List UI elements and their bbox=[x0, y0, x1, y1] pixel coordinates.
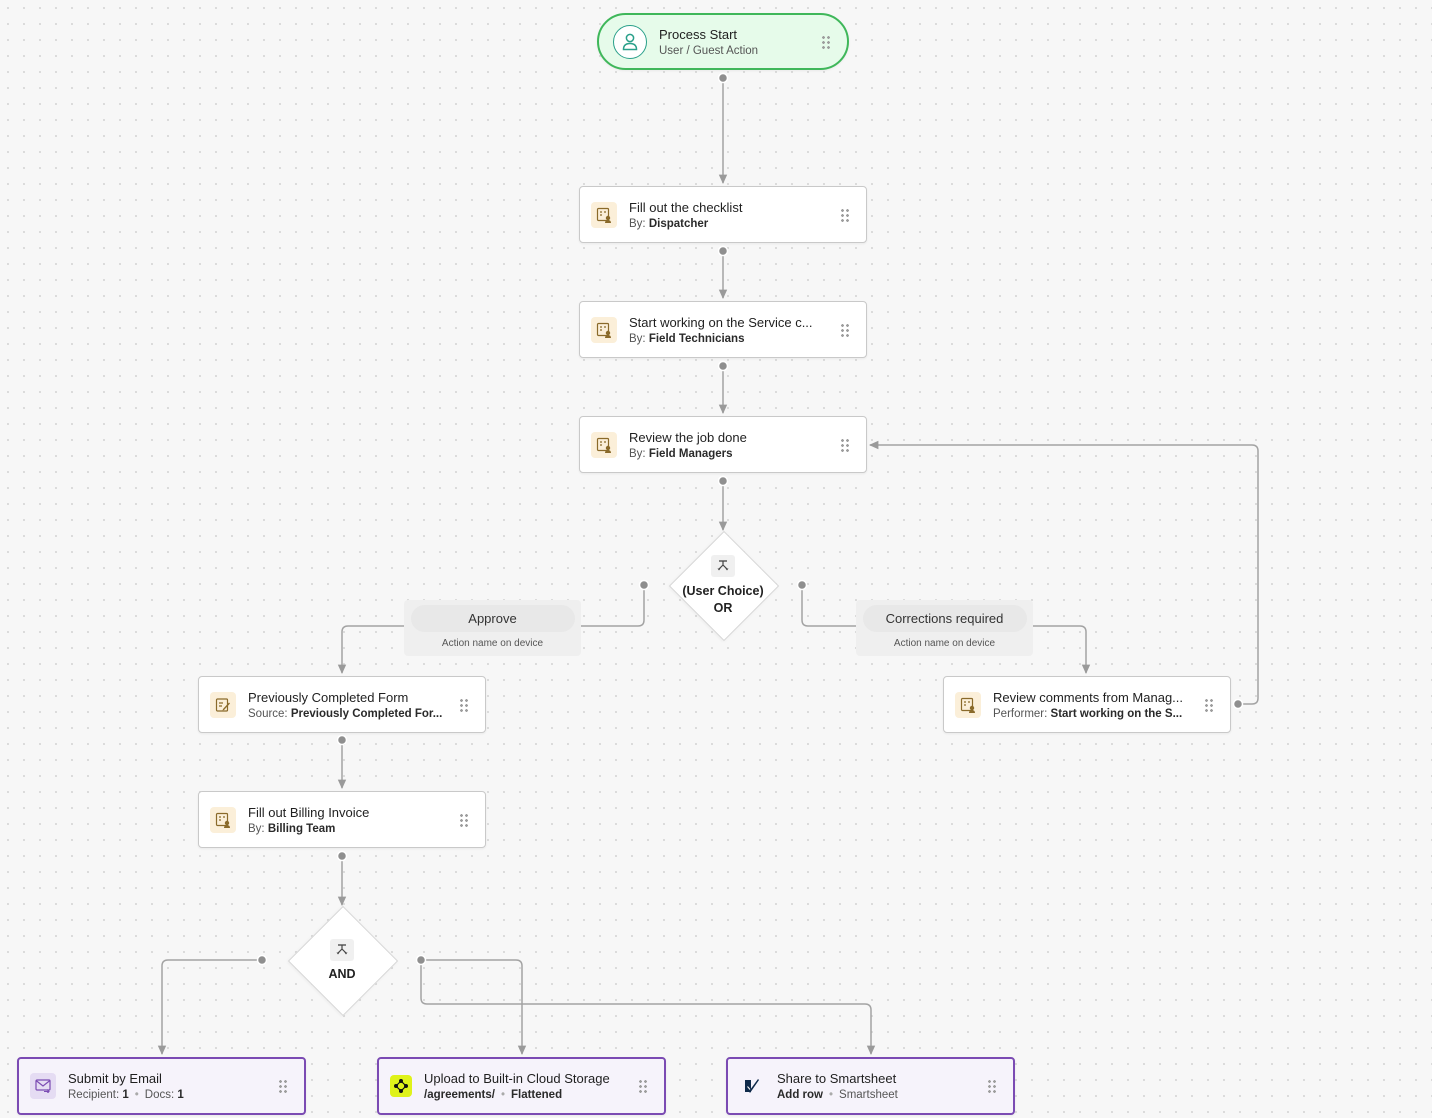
smartsheet-service: Smartsheet bbox=[839, 1089, 898, 1101]
branch-sub-label: Action name on device bbox=[893, 638, 996, 649]
connector-and-cloud bbox=[421, 959, 527, 1056]
branch-sub-label: Action name on device bbox=[441, 638, 544, 649]
node-title: Previously Completed Form bbox=[248, 689, 409, 705]
edit-form-icon bbox=[210, 691, 236, 718]
by-label: By: bbox=[248, 822, 265, 835]
node-title: Submit by Email bbox=[68, 1071, 162, 1086]
drag-handle-icon[interactable] bbox=[638, 1079, 648, 1093]
connector-and-smartsheet bbox=[420, 960, 876, 1056]
drag-handle-icon[interactable] bbox=[459, 812, 469, 827]
performer-value: Start working on the S... bbox=[1050, 707, 1183, 720]
node-title: Fill out Billing Invoice bbox=[248, 804, 370, 820]
task-icon bbox=[591, 201, 617, 228]
by-value: Billing Team bbox=[267, 822, 336, 835]
review-node[interactable]: Review the job done By: Field Managers bbox=[579, 416, 867, 473]
smartsheet-action: Add row bbox=[777, 1089, 823, 1101]
cloud-storage-icon bbox=[390, 1075, 412, 1097]
drag-handle-icon[interactable] bbox=[1204, 697, 1214, 712]
node-title: Start working on the Service c... bbox=[629, 314, 813, 330]
submit-email-node[interactable]: Submit by Email Recipient: 1•Docs: 1 bbox=[17, 1057, 306, 1115]
by-value: Field Managers bbox=[648, 447, 733, 460]
by-label: By: bbox=[629, 332, 646, 345]
smartsheet-node[interactable]: Share to Smartsheet Add row•Smartsheet bbox=[726, 1057, 1015, 1115]
performer-label: Performer: bbox=[993, 707, 1048, 720]
task-icon bbox=[955, 691, 981, 718]
by-label: By: bbox=[629, 217, 646, 230]
email-icon bbox=[30, 1073, 56, 1099]
connector-and-email bbox=[157, 959, 262, 1056]
node-title: Upload to Built-in Cloud Storage bbox=[424, 1071, 610, 1086]
node-title: Process Start bbox=[659, 26, 738, 42]
gateway-operator-label: AND bbox=[328, 967, 356, 981]
branch-icon bbox=[330, 939, 354, 961]
node-title: Fill out the checklist bbox=[629, 199, 743, 215]
billing-node[interactable]: Fill out Billing Invoice By: Billing Tea… bbox=[198, 791, 486, 848]
review-comments-node[interactable]: Review comments from Manag... Performer:… bbox=[943, 676, 1231, 733]
task-icon bbox=[591, 431, 617, 458]
docs-label: Docs: bbox=[144, 1089, 175, 1101]
corrections-branch-label[interactable]: Corrections required Action name on devi… bbox=[856, 605, 1033, 649]
by-value: Field Technicians bbox=[648, 332, 745, 345]
node-title: Share to Smartsheet bbox=[777, 1071, 897, 1086]
branch-name: Approve bbox=[410, 605, 575, 632]
source-label: Source: bbox=[248, 707, 288, 720]
checklist-node[interactable]: Fill out the checklist By: Dispatcher bbox=[579, 186, 867, 243]
smartsheet-icon bbox=[739, 1073, 765, 1099]
drag-handle-icon[interactable] bbox=[840, 322, 850, 337]
storage-path: /agreements/ bbox=[424, 1089, 495, 1101]
by-label: By: bbox=[629, 447, 646, 460]
branch-icon bbox=[711, 555, 735, 577]
storage-mode: Flattened bbox=[510, 1089, 563, 1101]
drag-handle-icon[interactable] bbox=[278, 1079, 288, 1093]
recipient-count: 1 bbox=[122, 1089, 129, 1101]
connector-loop-back bbox=[868, 440, 1259, 705]
source-value: Previously Completed For... bbox=[290, 707, 443, 720]
cloud-storage-node[interactable]: Upload to Built-in Cloud Storage /agreem… bbox=[377, 1057, 666, 1115]
task-icon bbox=[210, 806, 236, 833]
previous-form-node[interactable]: Previously Completed Form Source: Previo… bbox=[198, 676, 486, 733]
node-subtitle: User / Guest Action bbox=[659, 44, 759, 57]
task-icon bbox=[591, 316, 617, 343]
by-value: Dispatcher bbox=[648, 217, 709, 230]
branch-name: Corrections required bbox=[862, 605, 1027, 632]
drag-handle-icon[interactable] bbox=[459, 697, 469, 712]
node-title: Review comments from Manag... bbox=[993, 689, 1184, 705]
recipient-label: Recipient: bbox=[68, 1089, 120, 1101]
gateway-type-label: (User Choice) bbox=[682, 584, 764, 598]
gateway-operator-label: OR bbox=[713, 601, 733, 615]
drag-handle-icon[interactable] bbox=[840, 207, 850, 222]
docs-count: 1 bbox=[177, 1089, 184, 1101]
user-icon bbox=[613, 24, 647, 59]
drag-handle-icon[interactable] bbox=[987, 1079, 997, 1093]
drag-handle-icon[interactable] bbox=[840, 437, 850, 452]
drag-handle-icon[interactable] bbox=[821, 34, 831, 49]
node-title: Review the job done bbox=[629, 429, 747, 445]
process-start-node[interactable]: Process Start User / Guest Action bbox=[597, 13, 849, 70]
service-node[interactable]: Start working on the Service c... By: Fi… bbox=[579, 301, 867, 358]
approve-branch-label[interactable]: Approve Action name on device bbox=[404, 605, 581, 649]
